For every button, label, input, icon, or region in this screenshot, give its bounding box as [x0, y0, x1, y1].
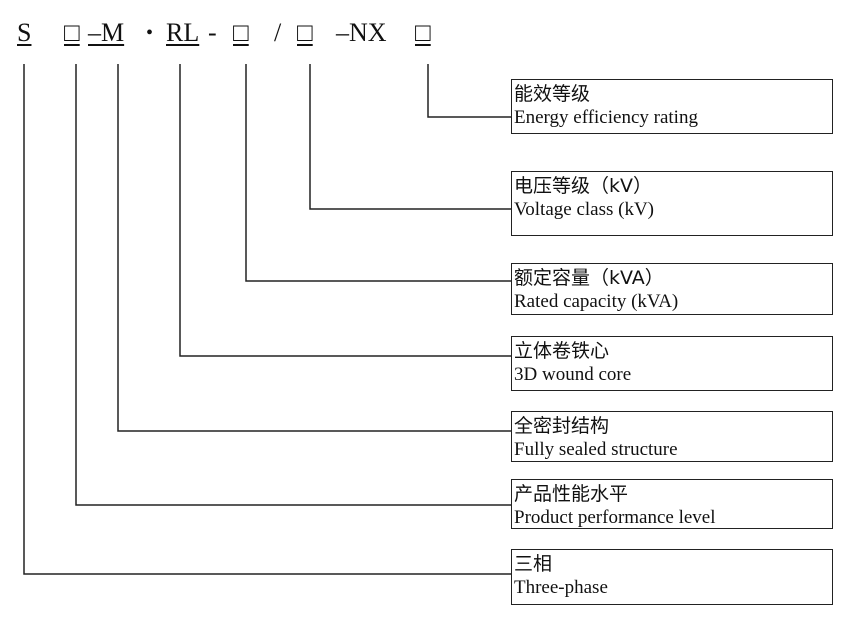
legend-label-en: Product performance level [514, 507, 716, 528]
legend-label-en: Energy efficiency rating [514, 107, 698, 128]
legend-label-zh: 产品性能水平 [514, 483, 629, 505]
legend-box-rated-capacity: 额定容量（kVA） Rated capacity (kVA) [511, 263, 833, 315]
legend-label-zh: 能效等级 [514, 83, 591, 105]
legend-box-fully-sealed: 全密封结构 Fully sealed structure [511, 411, 833, 462]
code-rl: RL [166, 18, 200, 47]
connector-voltage-class [309, 64, 511, 210]
legend-box-three-phase: 三相 Three-phase [511, 549, 833, 605]
code-slash: / [274, 18, 282, 47]
legend-box-energy-efficiency: 能效等级 Energy efficiency rating [511, 79, 833, 134]
legend-label-en: Three-phase [514, 577, 608, 598]
legend-label-zh: 三相 [514, 553, 553, 575]
legend-label-en: Rated capacity (kVA) [514, 291, 679, 312]
legend-box-voltage-class: 电压等级（kV） Voltage class (kV) [511, 171, 833, 236]
legend-label-en: 3D wound core [514, 364, 632, 385]
connector-three-phase [23, 64, 511, 575]
legend-label-en: Voltage class (kV) [514, 199, 655, 220]
code-hyphen: - [208, 18, 217, 47]
legend-label-zh: 立体卷铁心 [514, 340, 610, 362]
code-nx: –NX [336, 18, 387, 47]
connector-energy-efficiency [427, 64, 511, 118]
code-box-capacity: □ [233, 18, 249, 47]
legend-label-zh: 电压等级（kV） [514, 175, 653, 197]
code-dot: • [146, 22, 154, 44]
connector-fully-sealed [117, 64, 511, 432]
code-m: –M [88, 18, 125, 47]
legend-label-en: Fully sealed structure [514, 439, 678, 460]
legend-label-zh: 全密封结构 [514, 415, 610, 437]
legend-label-zh: 额定容量（kVA） [514, 267, 664, 289]
code-box-voltage: □ [297, 18, 313, 47]
code-s: S [17, 18, 32, 47]
code-box-performance: □ [64, 18, 80, 47]
connector-rated-capacity [245, 64, 511, 282]
connector-product-performance [75, 64, 511, 506]
legend-box-3d-wound-core: 立体卷铁心 3D wound core [511, 336, 833, 391]
code-box-efficiency: □ [415, 18, 431, 47]
connector-3d-wound-core [179, 64, 511, 357]
legend-box-product-performance: 产品性能水平 Product performance level [511, 479, 833, 529]
